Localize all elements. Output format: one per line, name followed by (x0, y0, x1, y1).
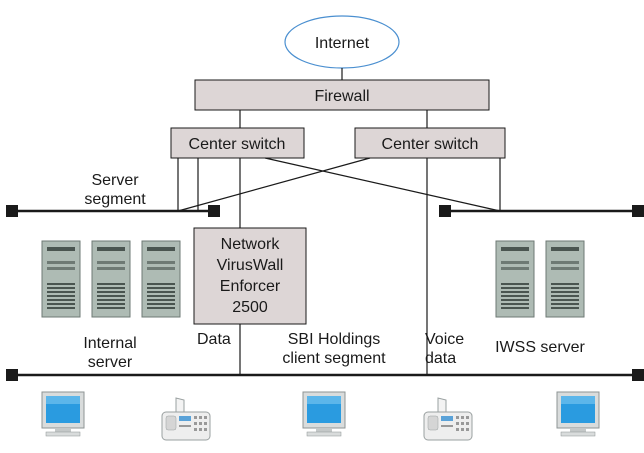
bus-terminator-iwss-left (439, 205, 451, 217)
voice-data-label-line2: data (425, 350, 456, 367)
server-segment-label-line1: Server (91, 172, 139, 189)
enforcer-box (193, 227, 307, 325)
client-bus-terminator-left (6, 369, 18, 381)
internal-server-icon-1 (41, 240, 81, 318)
enforcer-label-line3: Enforcer (220, 278, 281, 295)
enforcer-label-line4: 2500 (232, 299, 268, 316)
iwss-server-icon-2 (545, 240, 585, 318)
center-switch-right-label: Center switch (382, 136, 479, 153)
client-segment-label-line1: SBI Holdings (288, 331, 381, 348)
pc-icon-2 (302, 391, 346, 437)
enforcer-label-line1: Network (221, 236, 281, 253)
fax-icon-2 (423, 397, 473, 441)
bus-terminator-iwss-right (632, 205, 644, 217)
center-switch-left-box (170, 127, 305, 159)
client-bus-terminator-right (632, 369, 644, 381)
internal-server-icon-3 (141, 240, 181, 318)
bus-terminator-server-right (208, 205, 220, 217)
center-switch-right-box (354, 127, 506, 159)
internet-label: Internet (315, 35, 370, 52)
iwss-server-icon-1 (495, 240, 535, 318)
firewall-label: Firewall (314, 88, 369, 105)
pc-icon-3 (556, 391, 600, 437)
bus-terminator-left (6, 205, 18, 217)
voice-data-label-line1: Voice (425, 331, 464, 348)
data-label: Data (197, 331, 231, 348)
internal-server-icon-2 (91, 240, 131, 318)
fax-icon-1 (161, 397, 211, 441)
firewall-box (194, 79, 490, 111)
client-segment-label-line2: client segment (282, 350, 386, 367)
internal-server-label-line1: Internal (83, 335, 136, 352)
server-segment-label-line2: segment (84, 191, 146, 208)
center-switch-left-label: Center switch (189, 136, 286, 153)
pc-icon-1 (41, 391, 85, 437)
internal-server-label-line2: server (88, 354, 133, 371)
switch-links (177, 157, 501, 375)
enforcer-label-line2: VirusWall (217, 257, 284, 274)
iwss-server-label: IWSS server (495, 339, 585, 356)
